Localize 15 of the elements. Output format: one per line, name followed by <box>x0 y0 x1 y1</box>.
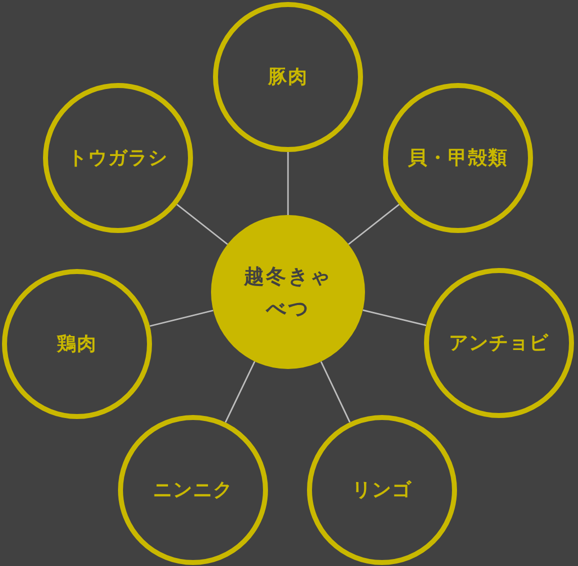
connector-line <box>320 361 351 423</box>
connector-line <box>224 361 256 423</box>
center-label: 越冬きゃべつ <box>242 263 333 322</box>
topic-label: リンゴ <box>352 478 412 503</box>
connector-line <box>362 309 426 326</box>
topic-label: 貝・甲殻類 <box>408 146 508 171</box>
topic-label: アンチョビ <box>449 331 549 356</box>
connector-line <box>176 204 228 245</box>
connector-line <box>287 152 289 215</box>
connector-line <box>150 310 214 327</box>
connector-line <box>348 204 400 245</box>
topic-label: トウガラシ <box>68 146 168 171</box>
topic-label: 鶏肉 <box>57 332 97 357</box>
topic-label: 豚肉 <box>268 65 308 90</box>
topic-label: ニンニク <box>153 478 233 503</box>
